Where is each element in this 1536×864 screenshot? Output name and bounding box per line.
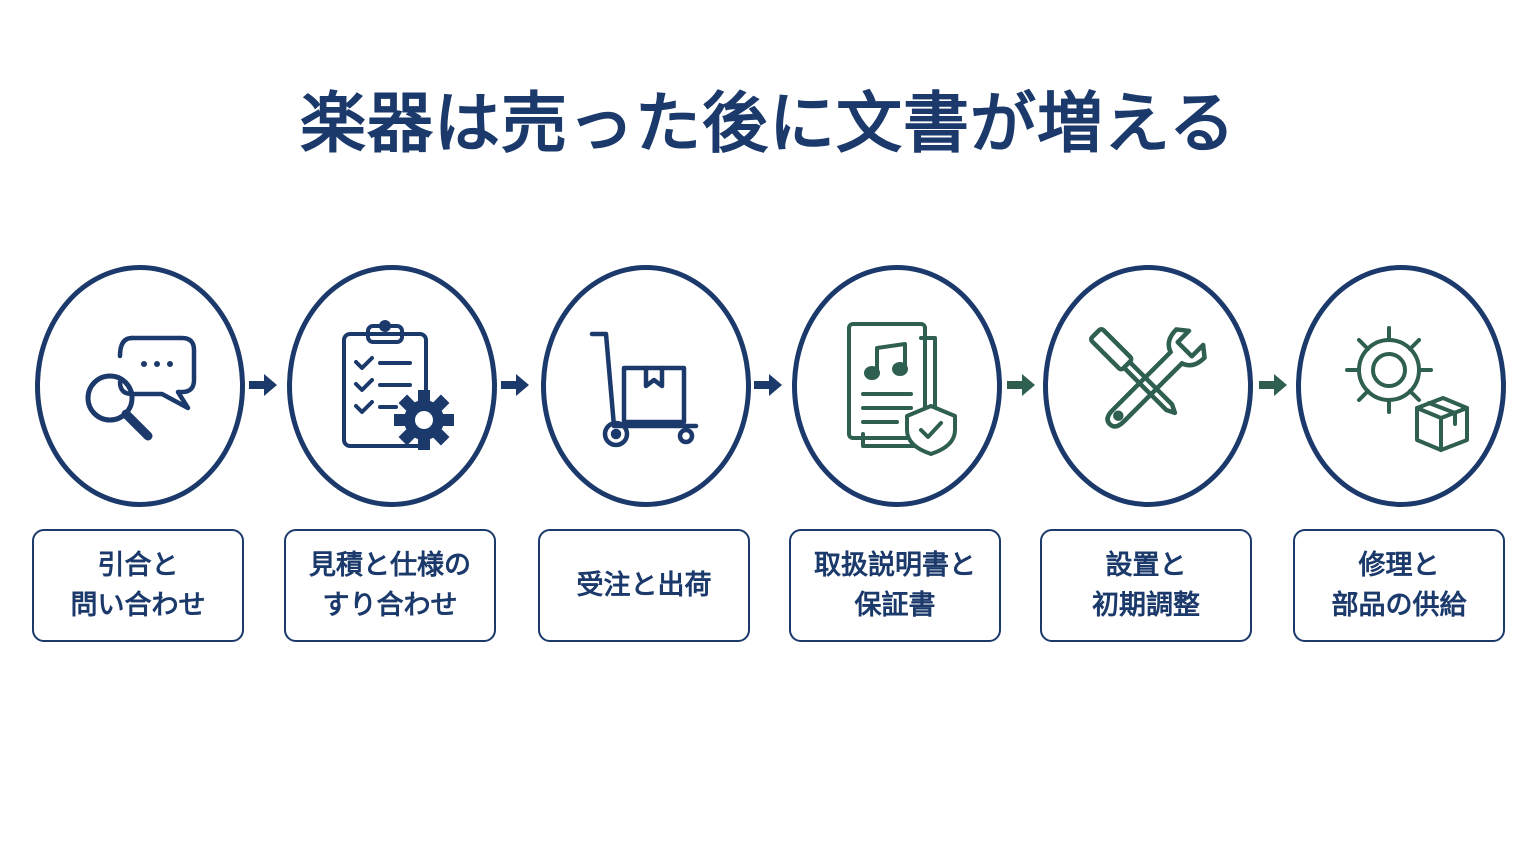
step-label: 見積と仕様の すり合わせ	[284, 529, 496, 642]
step-manual-warranty: 取扱説明書と 保証書	[789, 265, 1003, 645]
step-circle	[35, 265, 245, 507]
step-repair-parts: 修理と 部品の供給	[1293, 265, 1507, 645]
step-order-shipping: 受注と出荷	[538, 265, 752, 645]
arrow-right-icon	[249, 374, 277, 396]
step-label: 取扱説明書と 保証書	[789, 529, 1001, 642]
step-label: 受注と出荷	[538, 529, 750, 642]
clipboard-checklist-gear-icon	[342, 320, 454, 450]
step-quotation: 見積と仕様の すり合わせ	[284, 265, 498, 645]
hand-truck-box-icon	[589, 331, 699, 448]
step-circle	[1296, 265, 1506, 507]
step-label: 引合と 問い合わせ	[32, 529, 244, 642]
gear-parts-box-icon	[1345, 326, 1469, 452]
step-circle	[792, 265, 1002, 507]
step-circle	[541, 265, 751, 507]
arrow-right-icon	[754, 374, 782, 396]
arrow-right-icon	[1259, 374, 1287, 396]
step-label: 修理と 部品の供給	[1293, 529, 1505, 642]
step-circle	[287, 265, 497, 507]
step-circle	[1043, 265, 1253, 507]
speech-bubble-magnifier-icon	[85, 335, 197, 441]
music-document-shield-icon	[847, 322, 957, 456]
step-installation: 設置と 初期調整	[1040, 265, 1254, 645]
screwdriver-wrench-icon	[1089, 327, 1207, 429]
page-title: 楽器は売った後に文書が増える	[299, 85, 1237, 162]
arrow-right-icon	[501, 374, 529, 396]
arrow-right-icon	[1007, 374, 1035, 396]
step-inquiry: 引合と 問い合わせ	[32, 265, 246, 645]
step-label: 設置と 初期調整	[1040, 529, 1252, 642]
